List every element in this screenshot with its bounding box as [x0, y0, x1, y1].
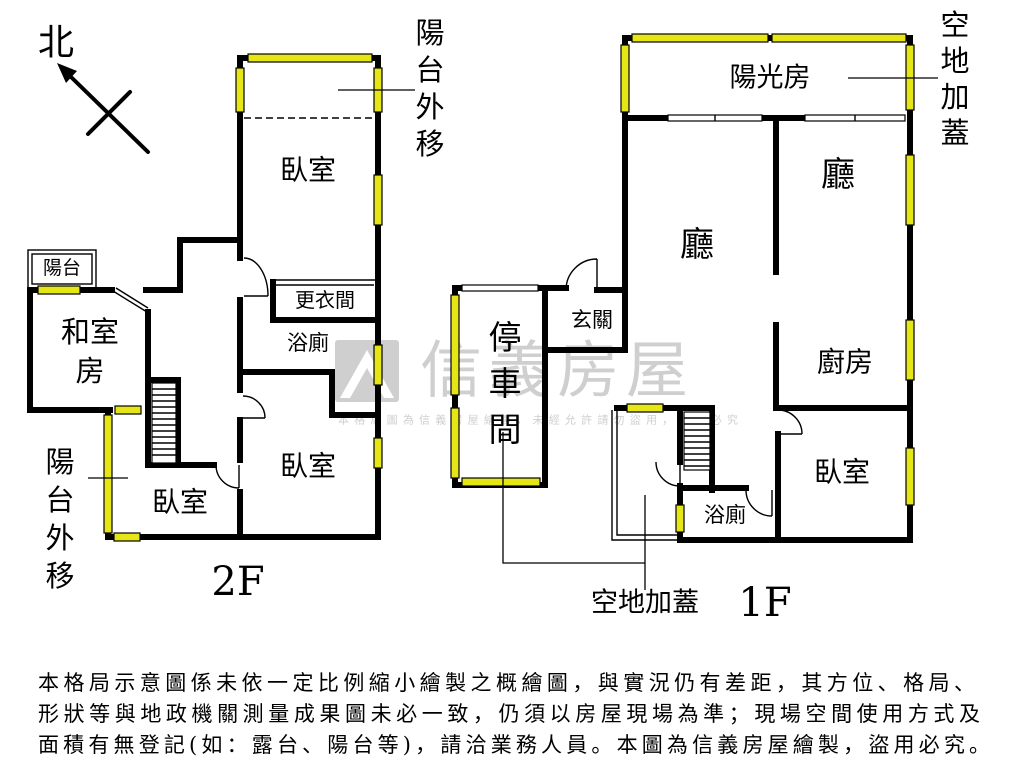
room-label-1f-sunroom: 陽光房	[730, 63, 811, 94]
compass-cross-line	[86, 90, 132, 136]
window	[631, 33, 769, 43]
window	[905, 447, 915, 506]
window	[620, 44, 630, 113]
room-label-2f-bedroom-middle: 臥室	[280, 450, 336, 483]
window	[114, 405, 142, 415]
wall-1f-stair-bath	[614, 405, 913, 543]
wall-2f-corridor-north	[143, 237, 243, 293]
room-label-2f-bedroom-top: 臥室	[280, 154, 336, 187]
window	[450, 294, 460, 396]
wall-2f-dressing-room	[270, 279, 381, 323]
window	[373, 174, 383, 226]
note-1f-extension-top: 空地加蓋	[940, 8, 970, 150]
room-label-2f-balcony: 陽台	[43, 257, 81, 279]
staircase-2f-steps	[152, 388, 176, 456]
note-1f-extension-bottom: 空地加蓋	[591, 588, 699, 619]
dressing-room-sliding-door	[273, 279, 376, 286]
watermark-brand: 信義房屋	[420, 334, 688, 407]
floor-label-1f: 1F	[738, 580, 791, 626]
room-label-2f-dressing-room: 更衣間	[295, 288, 355, 312]
wall-1f-center-divider	[773, 115, 913, 543]
door-2f-middle-bedroom	[242, 395, 266, 419]
north-arrow-icon: 北	[38, 23, 150, 154]
window	[905, 319, 915, 381]
compass-north-label: 北	[38, 23, 74, 64]
window	[113, 532, 141, 542]
door-1f-stair	[655, 461, 681, 487]
window	[373, 437, 383, 469]
wall-1f-foyer	[542, 287, 628, 353]
door-2f-bottom-bedroom	[215, 464, 240, 489]
room-label-1f-bathroom: 浴廁	[704, 503, 746, 527]
staircase-1f	[683, 411, 711, 471]
door-1f-bathroom	[745, 489, 773, 517]
room-label-2f-bathroom: 浴廁	[287, 331, 329, 355]
window	[675, 504, 685, 533]
extension-frame	[611, 410, 680, 541]
floor-1f-windows	[450, 33, 915, 533]
window	[235, 67, 245, 113]
window	[771, 33, 907, 43]
compass-arrow-head	[57, 63, 77, 83]
window	[103, 414, 113, 534]
disclaimer: 本格局示意圖係未依一定比例縮小繪製之概繪圖，與實況仍有差距，其方位、格局、 形狀…	[38, 671, 990, 757]
window	[905, 154, 915, 226]
window	[461, 477, 541, 487]
leader-extension-bottom	[502, 432, 646, 590]
window	[373, 344, 383, 386]
room-label-1f-hall-center: 廳	[680, 225, 714, 265]
room-label-1f-hall-upper-right: 廳	[821, 155, 855, 195]
disclaimer-line: 本格局示意圖係未依一定比例縮小繪製之概繪圖，與實況仍有差距，其方位、格局、	[38, 671, 975, 695]
door-2f-corridor	[243, 257, 269, 297]
watermark-notice: 本格局圖為信義房屋繪製，未經允許請勿盜用，違者必究	[338, 413, 738, 427]
door-1f-foyer	[565, 258, 598, 291]
window	[37, 285, 81, 295]
disclaimer-line: 形狀等與地政機關測量成果圖未必一致，仍須以房屋現場為準；現場空間使用方式及	[38, 702, 980, 726]
japanese-room-door	[112, 287, 149, 313]
floor-2f-labels: 臥室 更衣間 浴廁 臥室 臥室 陽台 2F	[43, 154, 355, 606]
room-label-1f-foyer: 玄關	[571, 308, 613, 332]
room-label-1f-kitchen: 廚房	[817, 346, 873, 379]
sliding-door-joints	[714, 115, 856, 121]
garage-door	[461, 284, 539, 292]
balcony-2f-box-inner	[31, 253, 93, 285]
room-label-1f-bedroom: 臥室	[814, 456, 870, 489]
room-label-2f-bedroom-left: 臥室	[152, 486, 208, 519]
floor-1f-labels: 陽光房 廳 廳 玄關 廚房 臥室 浴廁 空地加蓋 1F	[571, 63, 873, 627]
wall-2f-bathroom	[242, 369, 381, 418]
room-label-1f-garage: 停車間	[488, 318, 522, 449]
room-label-2f-japanese-room: 和室房	[60, 315, 119, 388]
window	[247, 53, 373, 63]
staircase-1f-steps	[684, 417, 710, 467]
note-2f-balcony-moved-top: 陽台外移	[415, 16, 445, 161]
door-1f-bedroom	[777, 409, 803, 435]
leader-lines	[88, 77, 938, 590]
window	[626, 403, 664, 413]
window	[450, 407, 460, 479]
disclaimer-line: 面積有無登記(如：露台、陽台等)，請洽業務人員。本圖為信義房屋繪製，盜用必究。	[38, 733, 990, 757]
floor-label-2f: 2F	[211, 559, 264, 605]
wall-2f-staircase	[145, 377, 217, 468]
note-2f-balcony-moved-left: 陽台外移	[45, 445, 75, 593]
